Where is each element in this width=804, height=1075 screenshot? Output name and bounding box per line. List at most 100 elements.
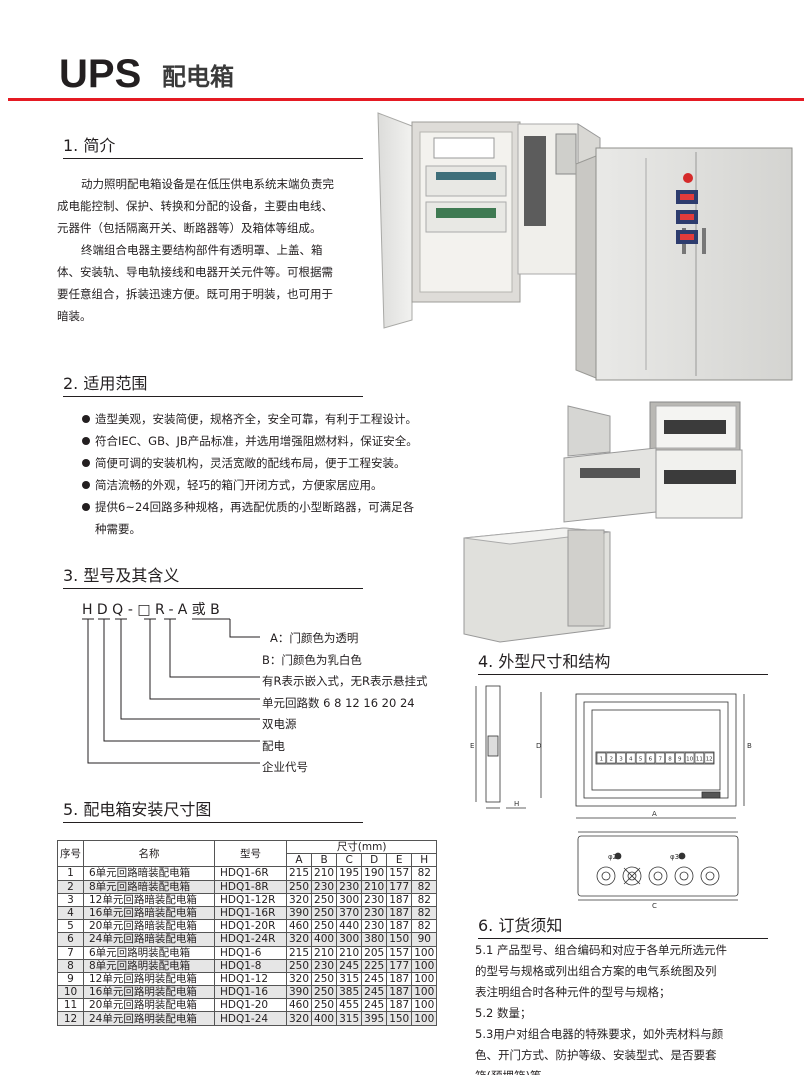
cell-dim-value: 250 — [311, 905, 338, 921]
cell-model: HDQ1-24R — [214, 932, 287, 947]
cell-seq: 12 — [57, 1011, 84, 1026]
cell-dim-value: 320 — [285, 971, 313, 987]
cell-seq: 7 — [57, 945, 84, 960]
cell-seq: 10 — [57, 985, 84, 1000]
cell-dim-value: 210 — [361, 879, 388, 894]
cell-dim-value: 440 — [336, 919, 363, 934]
cell-name: 20单元回路暗装配电箱 — [83, 919, 215, 934]
cell-dim-value: 82 — [411, 879, 438, 894]
cell-dim-value: 230 — [361, 919, 388, 934]
order-line: 5.3用户对组合电器的特殊要求，如外壳材料与颜 — [475, 1027, 724, 1041]
breaker-cell — [616, 752, 626, 764]
breaker-cell — [606, 752, 616, 764]
section-model-title: 3. 型号及其含义 — [63, 566, 180, 585]
cell-dim-value: 250 — [311, 998, 338, 1013]
breaker-cell — [635, 752, 646, 764]
intro-paragraph-1: 动力照明配电箱设备是在低压供电系统末端负责完 成电能控制、保护、转换和分配的设备… — [57, 173, 377, 239]
cell-name: 16单元回路明装配电箱 — [83, 985, 215, 1000]
cell-dim-value: 187 — [386, 971, 413, 987]
cell-dim-value: 100 — [411, 958, 438, 973]
cell-name: 6单元回路明装配电箱 — [83, 945, 215, 960]
intro-line: 成电能控制、保护、转换和分配的设备，主要由电线、 — [57, 199, 333, 213]
cell-dim-value: 395 — [361, 1011, 388, 1026]
cell-seq: 3 — [57, 892, 84, 907]
cell-dim-value: 187 — [386, 998, 413, 1013]
cell-dim-value: 215 — [285, 866, 313, 881]
cell-dim-value: 187 — [386, 905, 413, 921]
order-notes: 5.1 产品型号、组合编码和对应于各单元所选元件 的型号与规格或列出组合方案的电… — [475, 940, 765, 1075]
cell-model: HDQ1-24 — [214, 1011, 287, 1026]
cell-dim-value: 82 — [411, 905, 438, 921]
cell-model: HDQ1-6R — [214, 866, 287, 881]
cell-dim-value: 245 — [361, 971, 388, 987]
cell-dim-value: 250 — [311, 919, 338, 934]
cell-dim-value: 250 — [311, 892, 338, 907]
cell-dim-value: 195 — [336, 866, 363, 881]
cell-name: 16单元回路暗装配电箱 — [83, 905, 215, 921]
col-dim: E — [386, 853, 413, 868]
dim-label-d: D — [536, 742, 541, 750]
intro-line: 动力照明配电箱设备是在低压供电系统末端负责完 — [81, 177, 334, 191]
legend-company-code: 企业代号 — [262, 760, 308, 774]
intro-line: 暗装。 — [57, 309, 92, 323]
legend-r: 有R表示嵌入式，无R表示悬挂式 — [262, 674, 428, 688]
breaker-number: 12 — [706, 757, 713, 763]
col-dim: B — [311, 853, 338, 868]
cell-seq: 5 — [57, 919, 84, 934]
legend-circuits: 单元回路数 6 8 12 16 20 24 — [262, 696, 415, 710]
dim-label-phi25: φ25 — [608, 853, 622, 861]
cell-dim-value: 177 — [386, 879, 413, 894]
breaker-number: 10 — [686, 757, 693, 763]
intro-line: 要任意组合，拆装迅速方便。既可用于明装，也可用于 — [57, 287, 333, 301]
dim-label-b: B — [747, 742, 752, 750]
breaker-number: 6 — [649, 757, 653, 763]
intro-paragraph-2: 终端组合电器主要结构部件有透明罩、上盖、箱 体、安装轨、导电轨接线和电器开关元件… — [57, 239, 377, 327]
dim-label-e: E — [470, 742, 474, 750]
section-dimensions-rule — [478, 674, 768, 675]
col-dim: A — [285, 853, 313, 868]
section-scope-title: 2. 适用范围 — [63, 374, 148, 393]
breaker-cell — [655, 752, 665, 764]
cell-name: 24单元回路明装配电箱 — [83, 1011, 215, 1026]
order-line: 5.1 产品型号、组合编码和对应于各单元所选元件 — [475, 943, 727, 957]
cell-dim-value: 150 — [386, 1011, 413, 1026]
model-code-diagram — [82, 618, 260, 764]
section-scope-rule — [63, 396, 363, 397]
cell-name: 12单元回路暗装配电箱 — [83, 892, 215, 907]
cell-dim-value: 225 — [361, 958, 388, 973]
breaker-cell — [675, 752, 685, 764]
breaker-cell — [704, 752, 714, 764]
breaker-cell — [694, 752, 705, 764]
cell-dim-value: 320 — [285, 892, 313, 907]
cell-name: 8单元回路明装配电箱 — [83, 958, 215, 973]
cell-dim-value: 245 — [361, 998, 388, 1013]
cell-dim-value: 230 — [311, 879, 338, 894]
col-dim: D — [361, 853, 388, 868]
cell-dim-value: 300 — [336, 932, 363, 947]
cell-dim-value: 82 — [411, 892, 438, 907]
cell-name: 6单元回路暗装配电箱 — [83, 866, 215, 881]
dim-label-a: A — [652, 810, 657, 818]
cell-dim-value: 100 — [411, 1011, 438, 1026]
col-model: 型号 — [214, 839, 287, 868]
scope-bullet-list: 造型美观，安装简便，规格齐全，安全可靠，有利于工程设计。 符合IEC、GB、JB… — [80, 408, 450, 518]
cell-dim-value: 150 — [386, 932, 413, 947]
cell-name: 20单元回路明装配电箱 — [83, 998, 215, 1013]
breaker-number: 8 — [668, 757, 672, 763]
cell-seq: 8 — [57, 958, 84, 973]
list-item: 造型美观，安装简便，规格齐全，安全可靠，有利于工程设计。 — [80, 408, 450, 430]
cell-seq: 9 — [57, 971, 84, 987]
breaker-number: 11 — [696, 757, 703, 763]
cell-dim-value: 210 — [311, 945, 338, 960]
cell-dim-value: 230 — [336, 879, 363, 894]
cell-name: 24单元回路暗装配电箱 — [83, 932, 215, 947]
cell-model: HDQ1-20R — [214, 919, 287, 934]
cell-dim-value: 90 — [411, 932, 438, 947]
cell-seq: 11 — [57, 998, 84, 1013]
cell-dim-value: 215 — [285, 945, 313, 960]
section-intro-title: 1. 简介 — [63, 136, 116, 155]
dim-label-phi32: φ32 — [670, 853, 684, 861]
